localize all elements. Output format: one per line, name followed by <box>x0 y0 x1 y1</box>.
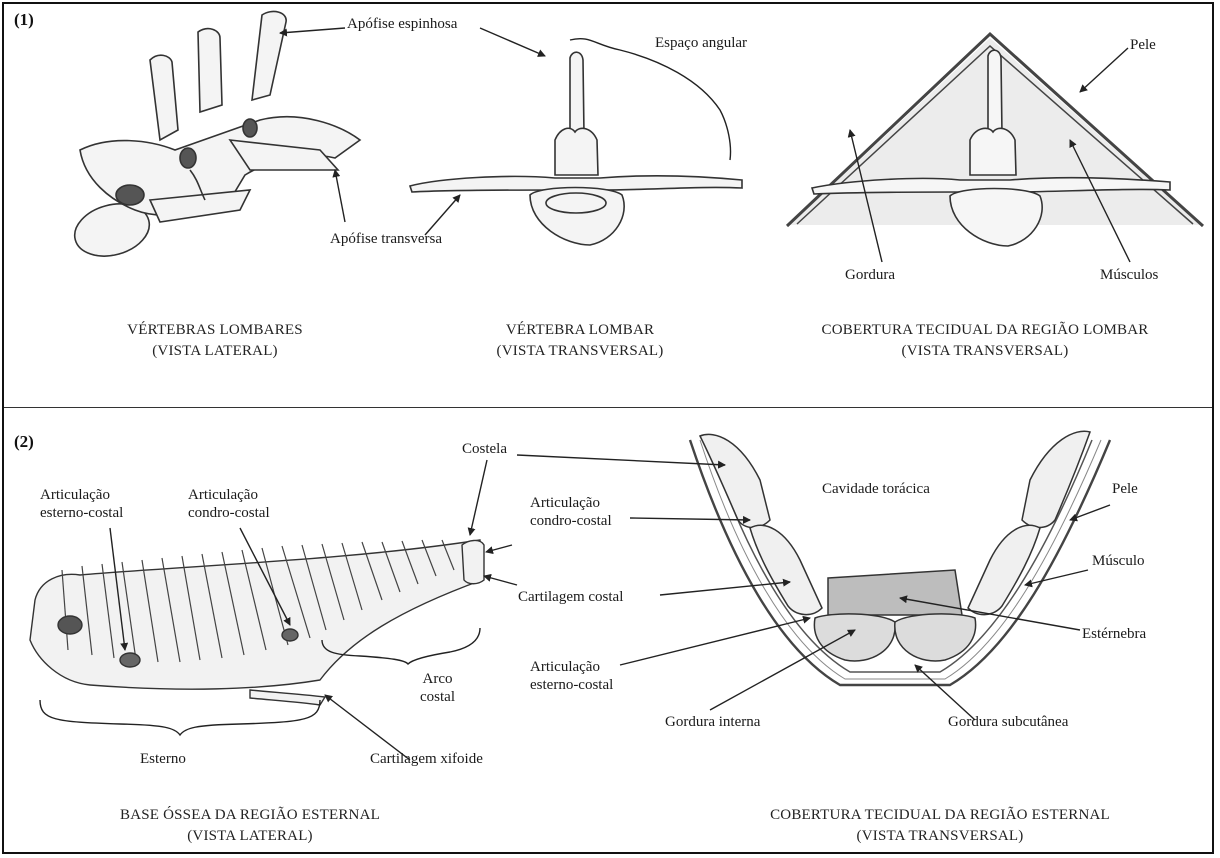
caption-vertebra-lombar: VÉRTEBRA LOMBAR (VISTA TRANSVERSAL) <box>470 320 690 362</box>
caption-cobertura-lombar: COBERTURA TECIDUAL DA REGIÃO LOMBAR (VIS… <box>785 320 1185 362</box>
caption-line: (VISTA LATERAL) <box>105 341 325 362</box>
label-cavidade-toracica: Cavidade torácica <box>822 480 930 498</box>
label-articulacao-condro-costal-mid: Articulação condro-costal <box>530 494 612 530</box>
label-apofise-espinhosa: Apófise espinhosa <box>347 15 457 33</box>
label-line: esterno-costal <box>40 504 123 522</box>
label-articulacao-esterno-costal-left: Articulação esterno-costal <box>40 486 123 522</box>
caption-line: COBERTURA TECIDUAL DA REGIÃO LOMBAR <box>785 320 1185 341</box>
lumbar-tissue-cover-drawing <box>787 34 1203 246</box>
panel-1-number: (1) <box>14 10 34 30</box>
label-line: condro-costal <box>530 512 612 530</box>
label-musculos: Músculos <box>1100 266 1158 284</box>
sternum-lateral-drawing <box>30 540 484 705</box>
label-line: esterno-costal <box>530 676 613 694</box>
sternal-tissue-cover-drawing <box>690 431 1110 685</box>
label-musculo: Músculo <box>1092 552 1145 570</box>
label-articulacao-condro-costal-left: Articulação condro-costal <box>188 486 270 522</box>
lumbar-vertebrae-lateral-drawing <box>69 11 360 264</box>
caption-line: (VISTA TRANSVERSAL) <box>785 341 1185 362</box>
label-line: Articulação <box>530 494 612 512</box>
label-line: Articulação <box>188 486 270 504</box>
label-gordura-subcutanea: Gordura subcutânea <box>948 713 1068 731</box>
label-esternebra: Estérnebra <box>1082 625 1146 643</box>
caption-base-ossea: BASE ÓSSEA DA REGIÃO ESTERNAL (VISTA LAT… <box>90 805 410 847</box>
label-esterno: Esterno <box>140 750 186 768</box>
label-articulacao-esterno-costal-mid: Articulação esterno-costal <box>530 658 613 694</box>
label-line: Arco <box>420 670 455 688</box>
label-apofise-transversa: Apófise transversa <box>330 230 442 248</box>
label-cartilagem-costal: Cartilagem costal <box>518 588 623 606</box>
caption-vertebras-lombares: VÉRTEBRAS LOMBARES (VISTA LATERAL) <box>105 320 325 362</box>
label-espaco-angular: Espaço angular <box>655 34 747 52</box>
caption-cobertura-esternal: COBERTURA TECIDUAL DA REGIÃO ESTERNAL (V… <box>735 805 1145 847</box>
caption-line: (VISTA TRANSVERSAL) <box>735 826 1145 847</box>
label-line: Articulação <box>530 658 613 676</box>
label-gordura: Gordura <box>845 266 895 284</box>
label-arco-costal: Arco costal <box>420 670 455 706</box>
caption-line: VÉRTEBRA LOMBAR <box>470 320 690 341</box>
label-cartilagem-xifoide: Cartilagem xifoide <box>370 750 483 768</box>
label-costela: Costela <box>462 440 507 458</box>
label-line: costal <box>420 688 455 706</box>
caption-line: VÉRTEBRAS LOMBARES <box>105 320 325 341</box>
panel-2-number: (2) <box>14 432 34 452</box>
label-line: condro-costal <box>188 504 270 522</box>
caption-line: (VISTA TRANSVERSAL) <box>470 341 690 362</box>
label-pele-lumbar: Pele <box>1130 36 1156 54</box>
label-gordura-interna: Gordura interna <box>665 713 760 731</box>
caption-line: (VISTA LATERAL) <box>90 826 410 847</box>
caption-line: COBERTURA TECIDUAL DA REGIÃO ESTERNAL <box>735 805 1145 826</box>
caption-line: BASE ÓSSEA DA REGIÃO ESTERNAL <box>90 805 410 826</box>
label-pele-esternal: Pele <box>1112 480 1138 498</box>
label-line: Articulação <box>40 486 123 504</box>
